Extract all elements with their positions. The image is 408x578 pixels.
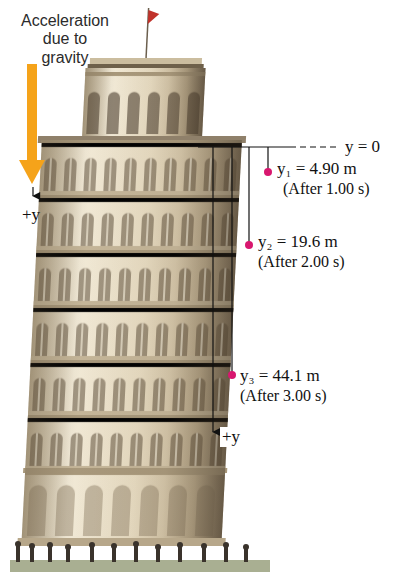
axis-label: +y	[22, 205, 40, 225]
leaning-tower	[17, 8, 252, 546]
gravity-arrow	[19, 64, 45, 184]
time-label: (After 1.00 s)	[283, 180, 370, 198]
axis-label: +y	[220, 427, 242, 447]
time-label: (After 2.00 s)	[258, 253, 345, 271]
crowd	[15, 541, 249, 562]
axis-arrow	[33, 187, 34, 196]
position-label: y₂ = 19.6 m	[258, 232, 338, 252]
time-label: (After 3.00 s)	[240, 387, 327, 405]
position-label: y₁ = 4.90 m	[277, 159, 357, 179]
origin-label: y = 0	[345, 137, 380, 157]
position-label: y₃ = 44.1 m	[240, 366, 320, 386]
force-label: Acceleration due to gravity	[21, 12, 109, 67]
position-dots	[228, 168, 272, 379]
